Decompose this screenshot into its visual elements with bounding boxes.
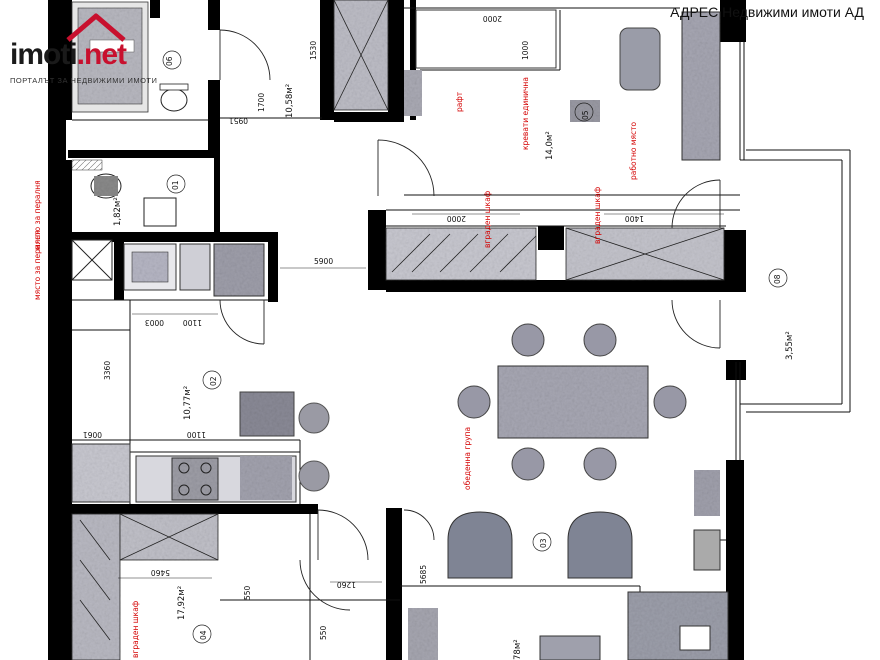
room-01-area: 1,82м² [113,197,123,226]
dining-group [408,323,729,660]
kitchen-cabinets [71,239,330,503]
room-01-label: 01 [171,180,180,190]
room-05-area: 14,0м² [545,131,555,160]
dim-12: 1100 [187,430,206,439]
dim-0: 5900 [314,257,333,266]
room-labels: 10,58м² 06 14,0м² 05 1,82м² 01 10,77м² 0… [113,50,795,660]
dimensions [118,213,724,583]
room-05-label: 05 [581,110,590,120]
note-bed: кревати единична [521,77,530,150]
dim-13: 0061 [83,430,102,439]
room-08-label: 08 [773,274,782,284]
logo-text: imoti [10,38,78,71]
room-06-label: 06 [165,56,174,66]
dim-3: 1700 [257,93,266,112]
dim-9: 1100 [183,318,202,327]
note-washing: място за пералня [33,180,42,250]
dim-8: 0003 [145,318,164,327]
bathroom-fixtures [71,1,189,227]
thin-lines [72,7,851,660]
dim-11: 5685 [419,565,428,584]
room-03-label: 03 [539,538,548,548]
bedroom-05 [404,9,721,161]
agency-name: АДРЕС Недвижими имоти АД [670,4,864,20]
room-04-label: 04 [199,630,208,640]
dim-1: 2000 [483,14,502,23]
roof-icon [66,13,126,42]
dimension-labels: 5900 2000 1000 1700 1530 0951 2000 1400 … [83,14,644,640]
note-builtin-wardrobe-1: вграден шкаф [483,191,492,248]
dim-10: 5460 [151,568,170,577]
room-06-area: 10,58м² [285,84,295,118]
room-08-area: 3,55м² [785,331,795,360]
dim-6: 2000 [447,214,466,223]
dim-5: 0951 [229,116,248,125]
dim-16: 3360 [103,361,112,380]
room-07-area: 78м² [513,639,523,660]
dim-2: 1000 [521,41,530,60]
logo-tld: .net [76,38,127,71]
note-builtin-wardrobe-2: вграден шкаф [593,187,602,244]
dim-14: 1260 [337,580,356,589]
dim-7: 1400 [625,214,644,223]
dim-4: 1530 [309,41,318,60]
wardrobes [71,0,725,660]
walls [48,0,746,660]
dim-15: 550 [319,625,328,640]
note-washing-2: място за пералня [33,230,42,300]
note-builtin-wardrobe-3: вграден шкаф [131,601,140,658]
door-swings [219,29,721,611]
room-02-label: 02 [209,376,218,386]
logo-tagline: ПОРТАЛЪТ ЗА НЕДВИЖИМИ ИМОТИ [10,76,158,85]
imoti-logo[interactable]: imoti.net ПОРТАЛЪТ ЗА НЕДВИЖИМИ ИМОТИ [6,4,176,85]
note-shelf: рафт [455,91,464,112]
red-annotations: вграден шкаф вграден шкаф вграден шкаф о… [33,77,638,658]
room-02-area: 10,77м² [183,386,193,420]
note-dining: обеденна група [463,427,472,490]
dim-17: 550 [243,585,252,600]
note-work-place: работно място [629,122,638,180]
logo-wordmark: imoti.net [10,38,127,72]
room-04-area: 17,92м² [177,586,187,620]
